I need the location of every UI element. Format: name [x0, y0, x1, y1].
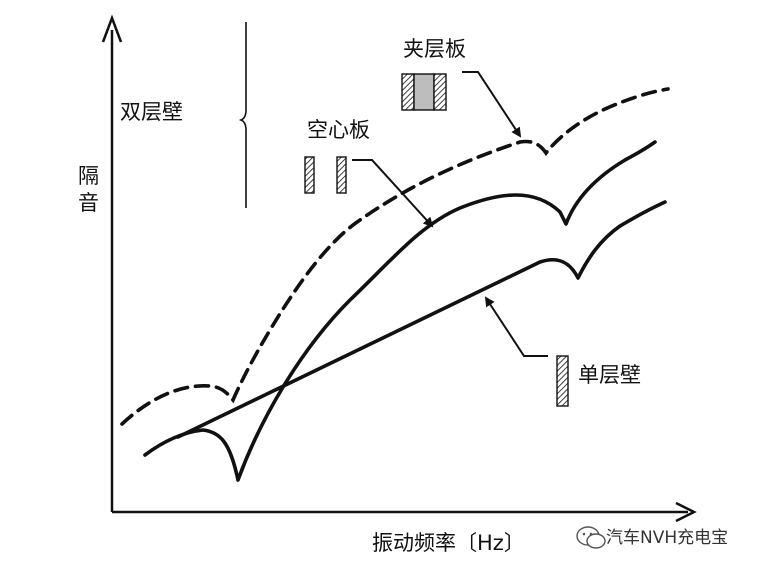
hollow-board-icon [304, 156, 347, 194]
leader-arrows [352, 71, 548, 357]
watermark-text: 汽车NVH充电宝 [606, 528, 728, 548]
double-wall-label: 双层壁 [120, 100, 183, 124]
single-wall-label: 单层壁 [578, 363, 641, 387]
axes [101, 14, 697, 523]
y-axis-label-char-2: 音 [78, 191, 99, 215]
single-wall-curve [176, 200, 667, 439]
sandwich-board-arrow [462, 71, 522, 138]
sandwich-board-label: 夹层板 [403, 37, 466, 61]
y-axis-arrow [101, 14, 123, 43]
double-wall-bracket [238, 22, 247, 208]
hollow-board-label: 空心板 [307, 118, 370, 142]
wechat-icon [576, 526, 606, 549]
sandwich-board-curve [120, 87, 670, 426]
y-axis-label-char-1: 隔 [78, 164, 99, 188]
sandwich-board-icon [401, 73, 447, 111]
watermark: 汽车NVH充电宝 [576, 526, 728, 549]
hollow-board-arrow [352, 159, 434, 228]
hollow-board-curve [143, 140, 657, 482]
x-axis-arrow [675, 501, 697, 523]
x-axis-label: 振动频率〔Hz〕 [372, 531, 525, 555]
single-wall-arrow [484, 296, 548, 357]
single-wall-icon [556, 355, 569, 407]
